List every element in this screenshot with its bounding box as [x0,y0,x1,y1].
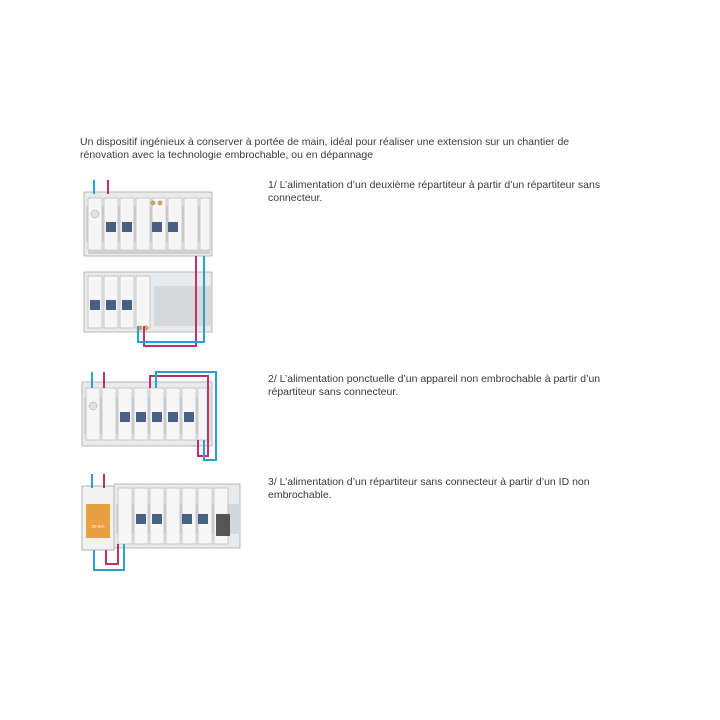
board-3 [113,483,241,549]
board-2 [81,381,213,447]
wires-2 [91,371,217,461]
wires-3 [91,474,125,571]
id-device: 30 mA [81,485,115,551]
wires [93,180,205,347]
bottom-board [83,271,213,333]
top-board [83,191,213,257]
diagram-2 [81,371,217,461]
diagram-3: 30 mA [81,474,241,571]
caption-1: 1/ L’alimentation d’un deuxième répartit… [268,179,601,204]
id-rating-label: 30 mA [91,524,104,529]
caption-2: 2/ L’alimentation ponctuelle d’un appare… [268,373,601,398]
intro-text: Un dispositif ingénieux à conserver à po… [80,136,570,161]
caption-3: 3/ L’alimentation d’un répartiteur sans … [268,476,590,501]
diagram-1 [83,180,213,347]
